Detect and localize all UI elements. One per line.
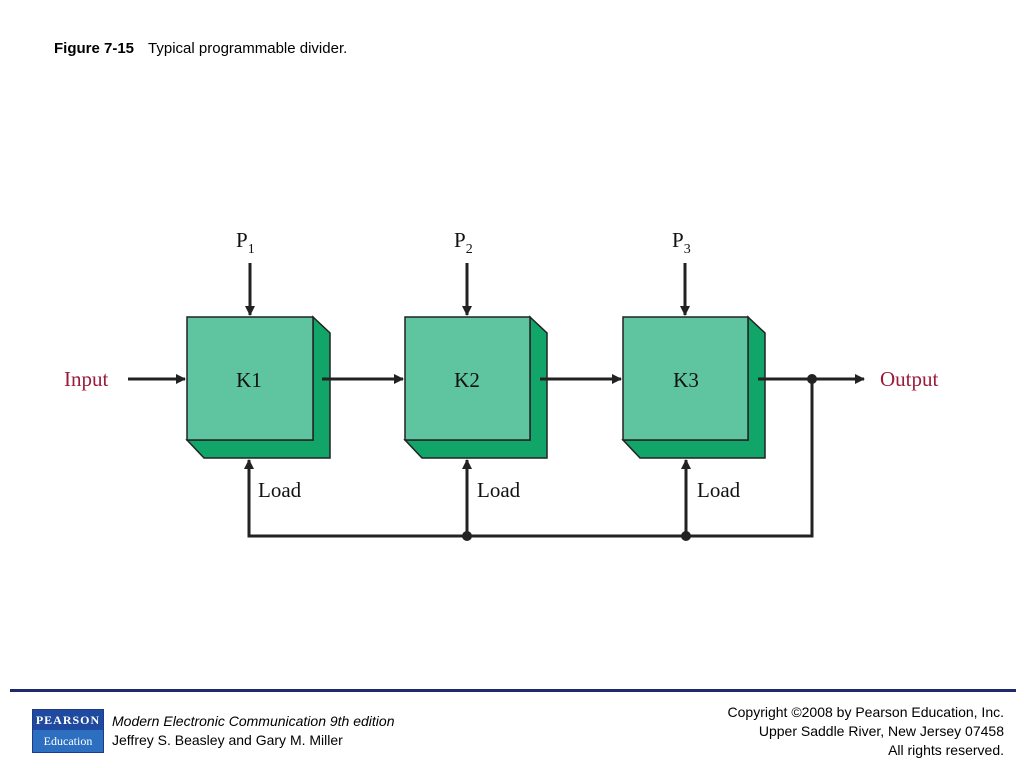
figure-number: Figure 7-15: [54, 40, 135, 57]
block-k3-face: [622, 316, 749, 441]
preset-p3: P3: [672, 228, 691, 316]
preset-p2: P2: [454, 228, 473, 316]
bus-junction-k2: [462, 531, 472, 541]
bus-junction-k3: [681, 531, 691, 541]
preset-p3-sub: 3: [684, 242, 691, 257]
load-label-k2: Load: [477, 478, 521, 502]
footer-divider: [10, 689, 1016, 692]
svg-text:P3: P3: [672, 228, 691, 257]
block-k2-label: K2: [454, 368, 480, 392]
book-authors: Jeffrey S. Beasley and Gary M. Miller: [112, 732, 343, 748]
svg-text:P1: P1: [236, 228, 255, 257]
copyright-line-1: Copyright ©2008 by Pearson Education, In…: [727, 704, 1004, 720]
svg-text:P2: P2: [454, 228, 473, 257]
input-label: Input: [64, 367, 108, 391]
figure-title: Figure 7-15 Typical programmable divider.: [54, 40, 347, 57]
block-k3: K3: [621, 315, 766, 459]
block-k1-face: [186, 316, 314, 441]
preset-p2-sub: 2: [466, 242, 473, 257]
block-k3-label: K3: [673, 368, 699, 392]
copyright-line-2: Upper Saddle River, New Jersey 07458: [758, 723, 1004, 739]
output-label: Output: [880, 367, 939, 391]
block-k2: K2: [403, 315, 548, 459]
preset-p1-letter: P: [236, 228, 248, 252]
block-k2-face: [404, 316, 531, 441]
copyright-line-3: All rights reserved.: [888, 742, 1004, 758]
book-title: Modern Electronic Communication 9th edit…: [112, 713, 395, 729]
book-info: Modern Electronic Communication 9th edit…: [112, 712, 394, 750]
publisher-logo: PEARSON Education: [32, 709, 104, 753]
figure-caption: Typical programmable divider.: [148, 40, 348, 57]
copyright-notice: Copyright ©2008 by Pearson Education, In…: [728, 703, 1004, 760]
preset-p1: P1: [236, 228, 255, 316]
logo-bottom: Education: [33, 730, 103, 752]
preset-p3-letter: P: [672, 228, 684, 252]
load-label-k1: Load: [258, 478, 302, 502]
load-label-k3: Load: [697, 478, 741, 502]
logo-top: PEARSON: [33, 710, 103, 730]
preset-p1-sub: 1: [248, 242, 255, 257]
block-k1-label: K1: [236, 368, 262, 392]
block-k1: K1: [185, 315, 331, 459]
preset-p2-letter: P: [454, 228, 466, 252]
